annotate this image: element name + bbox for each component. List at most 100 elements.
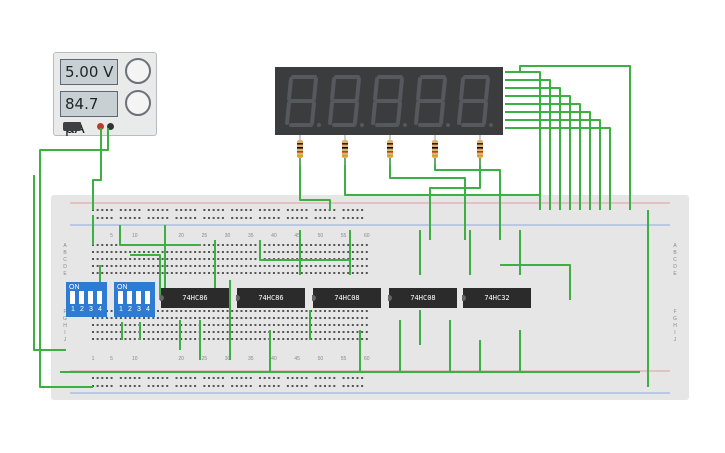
jumper-wire[interactable] <box>39 128 109 388</box>
row-letter: C <box>673 257 677 263</box>
display-segment <box>482 101 488 125</box>
display-segment <box>457 101 463 125</box>
jumper-wire[interactable] <box>92 128 102 210</box>
column-number: 10 <box>132 356 138 362</box>
jumper-wire[interactable] <box>505 103 581 210</box>
row-letter: J <box>674 337 677 343</box>
jumper-wire[interactable] <box>505 127 611 210</box>
jumper-wire[interactable] <box>429 150 481 240</box>
dip-number: 2 <box>128 306 132 313</box>
chip-74hc32[interactable]: 74HC32 <box>462 288 531 308</box>
power-switch[interactable] <box>63 122 81 131</box>
jumper-wire[interactable] <box>130 254 161 300</box>
chip-74hc08-2[interactable]: 74HC08 <box>388 288 457 308</box>
chip-label: 74HC86 <box>182 294 208 302</box>
dip-number: 3 <box>89 306 93 313</box>
display-decimal-point <box>403 123 407 127</box>
display-segment <box>439 101 445 125</box>
dip-number: 3 <box>137 306 141 313</box>
power-supply[interactable]: 5.00 V 84.7 μA <box>53 52 157 137</box>
display-decimal-point <box>317 123 321 127</box>
voltage-knob[interactable] <box>125 58 151 84</box>
display-segment <box>353 101 359 125</box>
chip-label: 74HC86 <box>258 294 284 302</box>
dip-toggle[interactable] <box>136 291 141 304</box>
dip-toggle[interactable] <box>127 291 132 304</box>
dip-toggle[interactable] <box>145 291 150 304</box>
jumper-wire[interactable] <box>119 225 200 246</box>
dip-number: 1 <box>71 306 75 313</box>
row-letter: H <box>63 323 67 329</box>
row-letter: C <box>63 257 67 263</box>
display-segment <box>398 77 404 101</box>
chip-label: 74HC32 <box>484 294 510 302</box>
column-number: 55 <box>341 356 347 362</box>
jumper-wire[interactable] <box>505 95 571 210</box>
display-decimal-point <box>489 123 493 127</box>
column-number: 60 <box>364 233 370 239</box>
row-letter: F <box>673 309 676 315</box>
jumper-wire[interactable] <box>505 111 591 210</box>
jumper-wire[interactable] <box>33 175 66 351</box>
jumper-wire[interactable] <box>505 79 551 210</box>
column-number: 30 <box>225 233 231 239</box>
display-segment <box>373 77 379 101</box>
negative-terminal[interactable] <box>107 123 114 130</box>
chip-74hc86-1[interactable]: 74HC86 <box>160 288 229 308</box>
row-letter: A <box>63 243 67 249</box>
jumper-wire[interactable] <box>344 150 541 210</box>
column-number: 50 <box>318 356 324 362</box>
row-letter: E <box>63 271 67 277</box>
dip-toggle[interactable] <box>118 291 123 304</box>
jumper-wire[interactable] <box>259 240 351 275</box>
dip-number: 4 <box>98 306 102 313</box>
display-segment <box>371 101 377 125</box>
display-segment <box>355 77 361 101</box>
dip-switch-on-label: ON <box>69 284 80 291</box>
jumper-wire[interactable] <box>505 71 541 210</box>
dip-toggle[interactable] <box>79 291 84 304</box>
column-number: 55 <box>341 233 347 239</box>
row-letter: F <box>63 309 66 315</box>
chip-74hc86-2[interactable]: 74HC86 <box>236 288 305 308</box>
column-number: 5 <box>110 356 113 362</box>
column-number: 5 <box>110 233 113 239</box>
column-number: 30 <box>225 356 231 362</box>
jumper-wire[interactable] <box>299 150 331 210</box>
row-letter: G <box>673 316 677 322</box>
seven-segment-display[interactable] <box>275 67 503 135</box>
jumper-wire[interactable] <box>505 119 601 210</box>
current-knob[interactable] <box>125 90 151 116</box>
jumper-wire[interactable] <box>500 264 571 300</box>
display-segment <box>287 77 293 101</box>
jumper-wire[interactable] <box>519 65 631 210</box>
dip-toggle[interactable] <box>70 291 75 304</box>
display-segment <box>285 101 291 125</box>
dip-switch-2[interactable]: ON 1 2 3 4 <box>114 282 155 317</box>
display-decimal-point <box>360 123 364 127</box>
column-number: 40 <box>271 233 277 239</box>
row-letter: I <box>674 330 675 336</box>
dip-switch-1[interactable]: ON 1 2 3 4 <box>66 282 107 317</box>
dip-number: 1 <box>119 306 123 313</box>
seven-segment-digits <box>285 75 493 127</box>
column-number: 1 <box>92 356 95 362</box>
column-number: 45 <box>294 356 300 362</box>
column-number: 20 <box>178 356 184 362</box>
chip-74hc08-1[interactable]: 74HC08 <box>312 288 381 308</box>
positive-terminal[interactable] <box>97 123 104 130</box>
dip-toggle[interactable] <box>97 291 102 304</box>
column-number: 60 <box>364 356 370 362</box>
row-letter: A <box>673 243 677 249</box>
column-number: 10 <box>132 233 138 239</box>
column-number: 50 <box>318 233 324 239</box>
display-segment <box>459 77 465 101</box>
row-letter: J <box>64 337 67 343</box>
display-segment <box>441 77 447 101</box>
jumper-wire[interactable] <box>505 87 561 210</box>
dip-toggle[interactable] <box>88 291 93 304</box>
row-letter: E <box>673 271 677 277</box>
row-letter: B <box>673 250 677 256</box>
